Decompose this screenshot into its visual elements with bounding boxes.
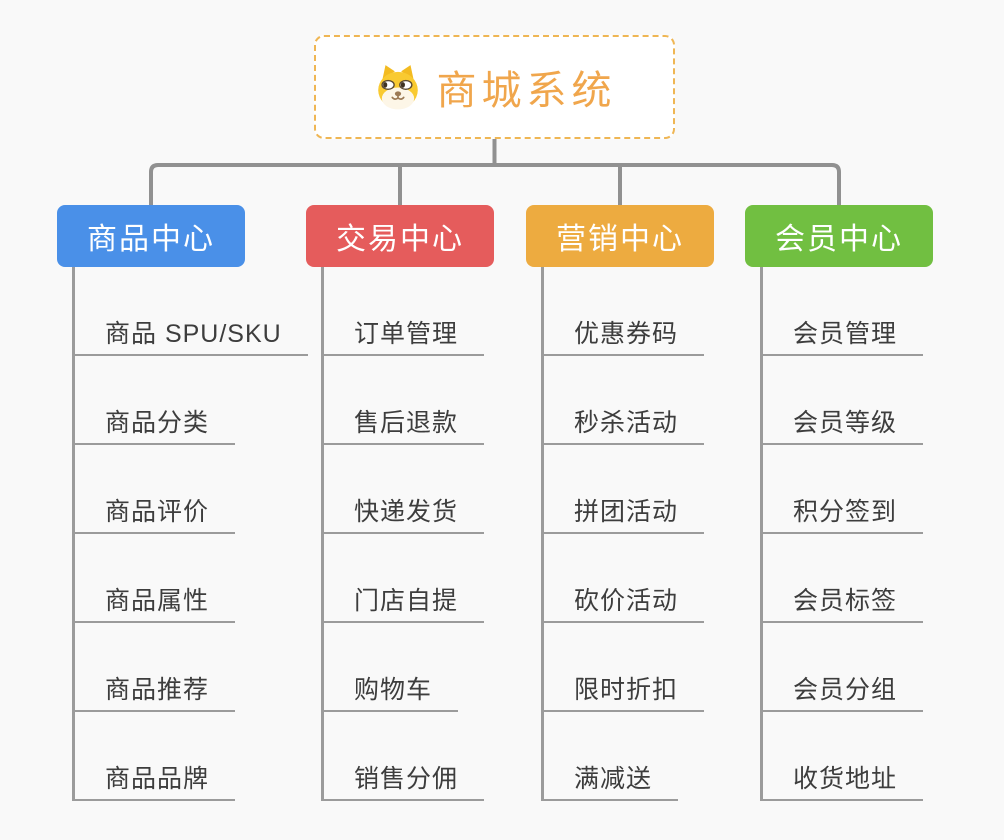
leaf-node[interactable]: 商品分类	[75, 356, 236, 445]
branch-node[interactable]: 交易中心	[306, 205, 494, 267]
root-label: 商城系统	[436, 69, 617, 113]
branch-product-center: 商品中心 商品 SPU/SKU 商品分类 商品评价 商品属性 商品推荐 商品品牌	[57, 205, 308, 801]
leaf-node[interactable]: 秒杀活动	[544, 356, 705, 445]
leaf-node[interactable]: 积分签到	[763, 445, 924, 534]
leaf-node[interactable]: 商品品牌	[75, 712, 236, 801]
branch-node[interactable]: 商品中心	[57, 205, 245, 267]
leaf-node[interactable]: 快递发货	[324, 445, 485, 534]
branch-member-center: 会员中心 会员管理 会员等级 积分签到 会员标签 会员分组 收货地址	[745, 205, 933, 801]
branch-trade-center: 交易中心 订单管理 售后退款 快递发货 门店自提 购物车 销售分佣	[306, 205, 494, 801]
branch-item-list: 商品 SPU/SKU 商品分类 商品评价 商品属性 商品推荐 商品品牌	[72, 267, 308, 801]
leaf-node[interactable]: 砍价活动	[544, 534, 705, 623]
leaf-node[interactable]: 会员管理	[763, 267, 924, 356]
branch-item-list: 会员管理 会员等级 积分签到 会员标签 会员分组 收货地址	[760, 267, 924, 801]
leaf-node[interactable]: 会员等级	[763, 356, 924, 445]
leaf-node[interactable]: 优惠券码	[544, 267, 705, 356]
branch-node[interactable]: 营销中心	[526, 205, 714, 267]
leaf-node[interactable]: 门店自提	[324, 534, 485, 623]
leaf-node[interactable]: 满减送	[544, 712, 679, 801]
leaf-node[interactable]: 商品 SPU/SKU	[75, 267, 308, 356]
leaf-node[interactable]: 订单管理	[324, 267, 485, 356]
leaf-node[interactable]: 销售分佣	[324, 712, 485, 801]
root-node[interactable]: 商城系统	[314, 35, 675, 139]
leaf-node[interactable]: 限时折扣	[544, 623, 705, 712]
leaf-node[interactable]: 商品推荐	[75, 623, 236, 712]
leaf-node[interactable]: 拼团活动	[544, 445, 705, 534]
leaf-node[interactable]: 商品评价	[75, 445, 236, 534]
branch-item-list: 订单管理 售后退款 快递发货 门店自提 购物车 销售分佣	[321, 267, 485, 801]
branch-node[interactable]: 会员中心	[745, 205, 933, 267]
branch-item-list: 优惠券码 秒杀活动 拼团活动 砍价活动 限时折扣 满减送	[541, 267, 705, 801]
leaf-node[interactable]: 商品属性	[75, 534, 236, 623]
dog-face-icon	[377, 65, 418, 110]
leaf-node[interactable]: 会员分组	[763, 623, 924, 712]
branch-marketing-center: 营销中心 优惠券码 秒杀活动 拼团活动 砍价活动 限时折扣 满减送	[526, 205, 714, 801]
leaf-node[interactable]: 售后退款	[324, 356, 485, 445]
leaf-node[interactable]: 会员标签	[763, 534, 924, 623]
leaf-node[interactable]: 收货地址	[763, 712, 924, 801]
leaf-node[interactable]: 购物车	[324, 623, 459, 712]
